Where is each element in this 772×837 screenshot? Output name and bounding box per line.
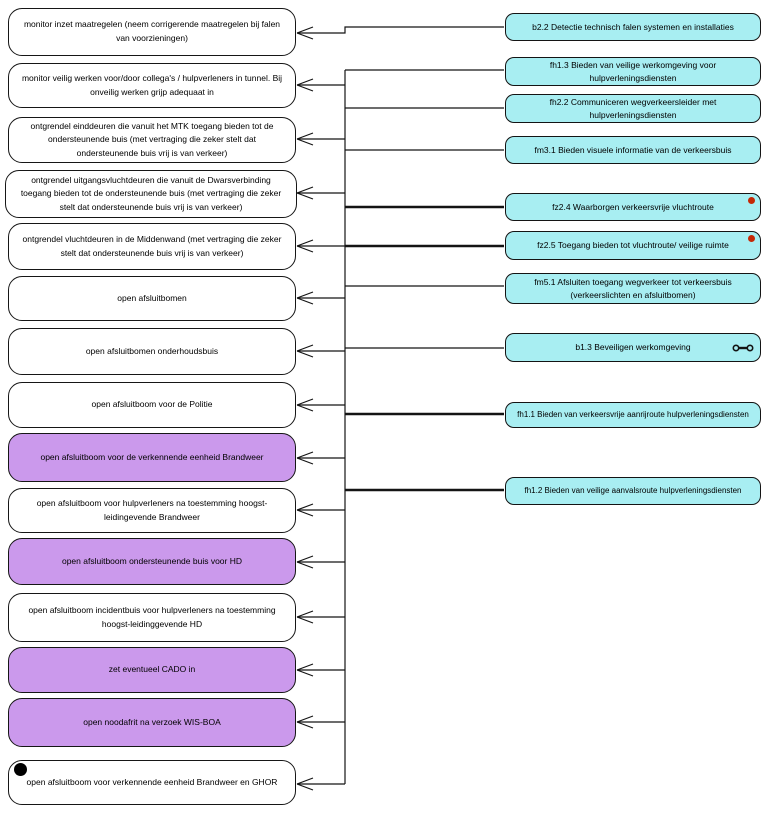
node-label: open afsluitboom incidentbuis voor hulpv…	[28, 604, 276, 629]
node-label: fm3.1 Bieden visuele informatie van de v…	[534, 144, 732, 155]
node-label: fh2.2 Communiceren wegverkeersleider met…	[549, 97, 717, 120]
node-label: fh1.2 Bieden van veilige aanvalsroute hu…	[524, 486, 742, 496]
node-label: open afsluitbomen	[117, 292, 187, 303]
process-open-afsluitboom-hulpverleners-brandweer[interactable]: open afsluitboom voor hulpverleners na t…	[8, 488, 296, 533]
process-open-afsluitbomen[interactable]: open afsluitbomen	[8, 276, 296, 321]
link-icon	[732, 343, 754, 352]
process-open-afsluitboom-brandweer-ghor[interactable]: open afsluitboom voor verkennende eenhei…	[8, 760, 296, 805]
node-label: open afsluitboom ondersteunende buis voo…	[61, 555, 243, 566]
red-dot-icon	[748, 235, 755, 242]
node-label: open afsluitboom voor verkennende eenhei…	[26, 776, 278, 787]
function-fh1-1-verkeersvrije-aanrijroute[interactable]: fh1.1 Bieden van verkeersvrije aanrijrou…	[505, 402, 761, 428]
process-ontgrendel-vluchtdeuren-middenwand[interactable]: ontgrendel vluchtdeuren in de Middenwand…	[8, 223, 296, 270]
process-ontgrendel-einddeuren-mtk[interactable]: ontgrendel einddeuren die vanuit het MTK…	[8, 117, 296, 163]
node-label: ontgrendel uitgangsvluchtdeuren die vanu…	[20, 174, 282, 212]
node-label: open afsluitboom voor de Politie	[91, 399, 213, 410]
node-label: open afsluitbomen onderhoudsbuis	[85, 345, 219, 356]
process-open-afsluitboom-verkennende-brandweer[interactable]: open afsluitboom voor de verkennende een…	[8, 433, 296, 482]
node-label: open noodafrit na verzoek WIS-BOA	[83, 716, 221, 727]
node-label: fh1.3 Bieden van veilige werkomgeving vo…	[549, 60, 717, 83]
process-open-afsluitboom-ondersteunende-buis-hd[interactable]: open afsluitboom ondersteunende buis voo…	[8, 538, 296, 585]
function-fh1-3-veilige-werkomgeving[interactable]: fh1.3 Bieden van veilige werkomgeving vo…	[505, 57, 761, 86]
function-fh2-2-communiceren-wegverkeersleider[interactable]: fh2.2 Communiceren wegverkeersleider met…	[505, 94, 761, 123]
process-open-afsluitboom-politie[interactable]: open afsluitboom voor de Politie	[8, 382, 296, 428]
node-label: b2.2 Detectie technisch falen systemen e…	[532, 21, 734, 32]
node-label: fh1.1 Bieden van verkeersvrije aanrijrou…	[517, 410, 749, 420]
process-monitor-veilig-werken[interactable]: monitor veilig werken voor/door collega'…	[8, 63, 296, 108]
node-label: b1.3 Beveiligen werkomgeving	[575, 342, 691, 353]
node-label: fz2.4 Waarborgen verkeersvrije vluchtrou…	[552, 201, 714, 212]
node-label: fz2.5 Toegang bieden tot vluchtroute/ ve…	[537, 240, 729, 251]
function-b1-3-beveiligen-werkomgeving[interactable]: b1.3 Beveiligen werkomgeving	[505, 333, 761, 362]
node-label: zet eventueel CADO in	[108, 664, 196, 675]
node-label: ontgrendel vluchtdeuren in de Middenwand…	[22, 233, 282, 258]
process-monitor-inzet-maatregelen[interactable]: monitor inzet maatregelen (neem corriger…	[8, 8, 296, 56]
node-label: open afsluitboom voor de verkennende een…	[40, 451, 264, 462]
function-fz2-5-toegang-vluchtroute[interactable]: fz2.5 Toegang bieden tot vluchtroute/ ve…	[505, 231, 761, 260]
node-label: ontgrendel einddeuren die vanuit het MTK…	[30, 120, 274, 158]
node-label: fm5.1 Afsluiten toegang wegverkeer tot v…	[534, 277, 732, 300]
function-fz2-4-verkeersvrije-vluchtroute[interactable]: fz2.4 Waarborgen verkeersvrije vluchtrou…	[505, 193, 761, 221]
node-label: monitor inzet maatregelen (neem corriger…	[23, 19, 281, 43]
function-fm5-1-afsluiten-toegang-wegverkeer[interactable]: fm5.1 Afsluiten toegang wegverkeer tot v…	[505, 273, 761, 304]
black-dot-icon	[14, 763, 27, 776]
process-zet-cado-in[interactable]: zet eventueel CADO in	[8, 647, 296, 693]
process-ontgrendel-uitgangsvluchtdeuren[interactable]: ontgrendel uitgangsvluchtdeuren die vanu…	[5, 170, 297, 218]
function-fh1-2-veilige-aanvalsroute[interactable]: fh1.2 Bieden van veilige aanvalsroute hu…	[505, 477, 761, 505]
process-open-noodafrit-wis-boa[interactable]: open noodafrit na verzoek WIS-BOA	[8, 698, 296, 747]
process-open-afsluitbomen-onderhoudsbuis[interactable]: open afsluitbomen onderhoudsbuis	[8, 328, 296, 375]
function-fm3-1-visuele-informatie[interactable]: fm3.1 Bieden visuele informatie van de v…	[505, 136, 761, 164]
function-b2-2-detectie-technisch-falen[interactable]: b2.2 Detectie technisch falen systemen e…	[505, 13, 761, 41]
process-open-afsluitboom-incidentbuis-hd[interactable]: open afsluitboom incidentbuis voor hulpv…	[8, 593, 296, 642]
node-label: open afsluitboom voor hulpverleners na t…	[36, 497, 268, 522]
node-label: monitor veilig werken voor/door collega'…	[21, 72, 283, 97]
red-dot-icon	[748, 197, 755, 204]
